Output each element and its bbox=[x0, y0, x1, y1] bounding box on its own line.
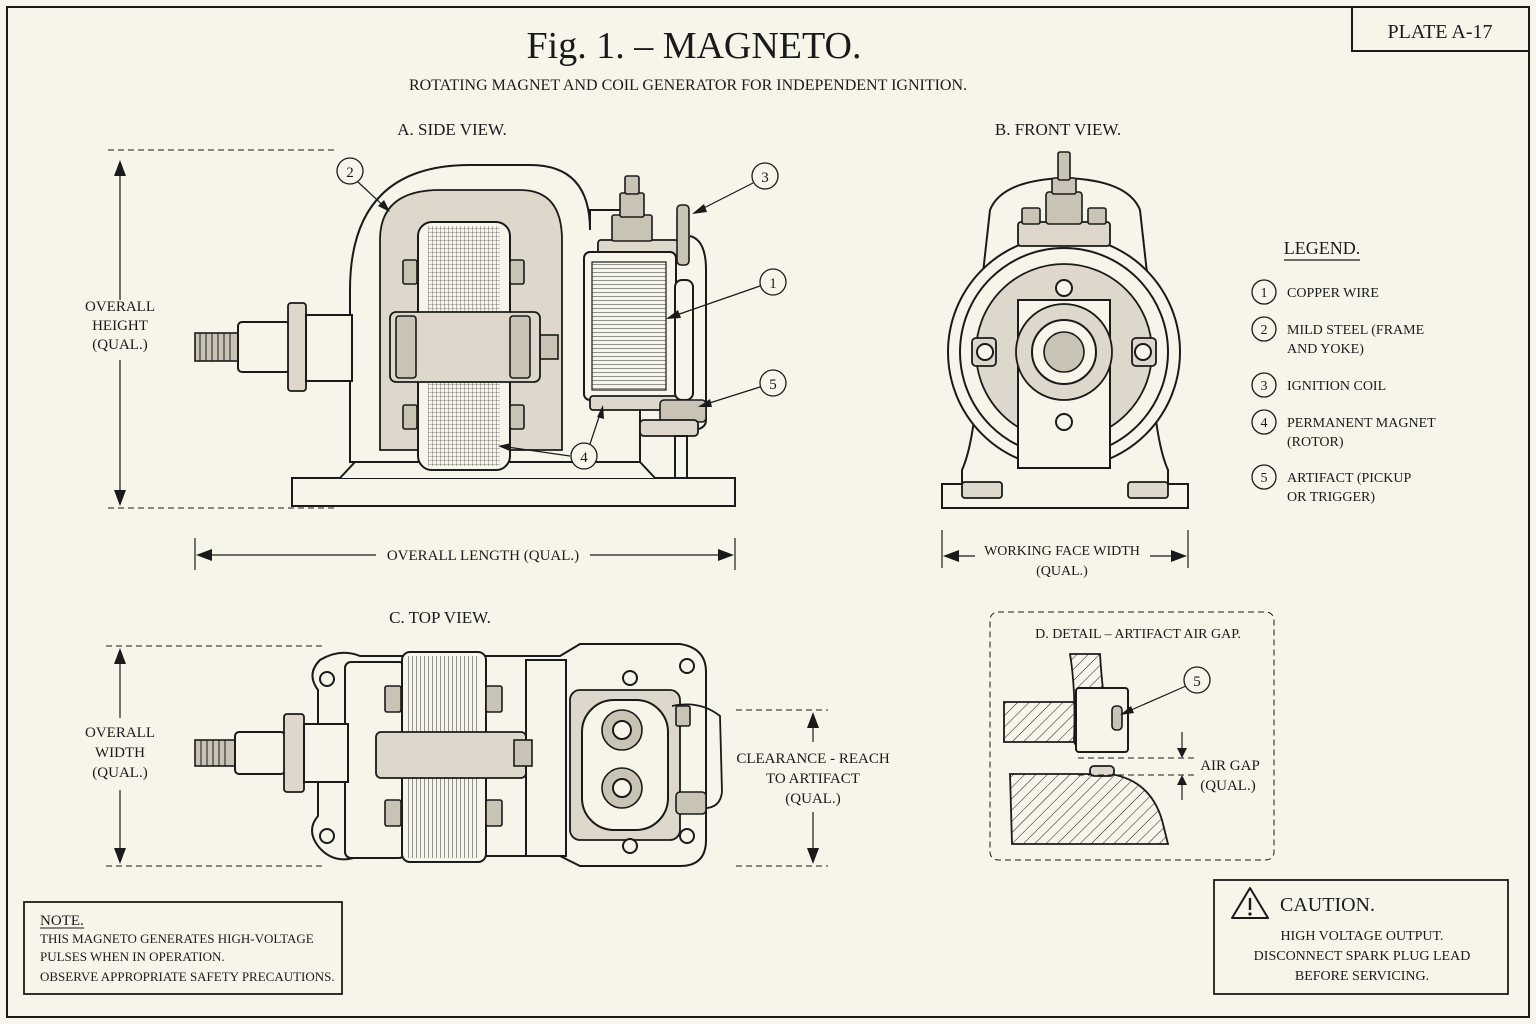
callout-5-detail: 5 bbox=[1120, 666, 1211, 715]
legend-number: 4 bbox=[1261, 416, 1268, 431]
legend-number-badge bbox=[1251, 316, 1277, 342]
legend-title: LEGEND. bbox=[1284, 238, 1360, 258]
plate-box: PLATE A-17 bbox=[1351, 6, 1530, 52]
svg-text:3: 3 bbox=[761, 170, 769, 186]
top-view: OVERALL WIDTH (QUAL.) CLEARANCE - REACH … bbox=[85, 643, 890, 867]
side-pickup bbox=[659, 399, 707, 423]
caution-line-1: HIGH VOLTAGE OUTPUT. bbox=[1280, 929, 1443, 944]
svg-text:TO ARTIFACT: TO ARTIFACT bbox=[766, 771, 860, 787]
svg-text:(QUAL.): (QUAL.) bbox=[785, 791, 840, 807]
legend-number-badge bbox=[1251, 372, 1277, 398]
front-view: WORKING FACE WIDTH (QUAL.) bbox=[941, 151, 1189, 579]
front-terminal-post bbox=[1057, 151, 1071, 181]
legend-number: 3 bbox=[1261, 379, 1268, 394]
svg-text:(QUAL.): (QUAL.) bbox=[92, 337, 147, 353]
legend-label: (ROTOR) bbox=[1287, 435, 1344, 450]
caution-line-3: BEFORE SERVICING. bbox=[1295, 969, 1429, 984]
callout-1-side: 1 bbox=[666, 268, 787, 319]
caution-title: CAUTION. bbox=[1280, 894, 1375, 916]
legend-number-badge bbox=[1251, 464, 1277, 490]
front-view-label: B. FRONT VIEW. bbox=[995, 120, 1121, 139]
working-face-width-label: WORKING FACE WIDTH (QUAL.) bbox=[984, 544, 1140, 579]
side-contact-arm bbox=[674, 279, 694, 401]
legend-label: IGNITION COIL bbox=[1287, 379, 1386, 394]
svg-text:(QUAL.): (QUAL.) bbox=[1036, 564, 1088, 579]
plate-number: PLATE A-17 bbox=[1388, 21, 1493, 43]
svg-text:(QUAL.): (QUAL.) bbox=[92, 765, 147, 781]
detail-frame bbox=[989, 611, 1275, 861]
note-line-3: OBSERVE APPROPRIATE SAFETY PRECAUTIONS. bbox=[40, 969, 335, 984]
legend-number: 1 bbox=[1261, 286, 1268, 301]
callout-2-side: 2 bbox=[336, 157, 390, 212]
figure-title: Fig. 1. – MAGNETO. bbox=[527, 25, 862, 67]
svg-text:(QUAL.): (QUAL.) bbox=[1200, 778, 1255, 794]
detail-view-label: D. DETAIL – ARTIFACT AIR GAP. bbox=[1035, 627, 1241, 642]
svg-text:2: 2 bbox=[346, 165, 354, 181]
callout-5-side: 5 bbox=[698, 369, 787, 407]
legend-item: 4 PERMANENT MAGNET (ROTOR) bbox=[1251, 409, 1436, 450]
legend-label: MILD STEEL (FRAME bbox=[1287, 323, 1424, 338]
legend-number: 5 bbox=[1261, 471, 1268, 486]
svg-text:OVERALL: OVERALL bbox=[85, 725, 155, 741]
legend-label: OR TRIGGER) bbox=[1287, 490, 1375, 505]
legend-item: 2 MILD STEEL (FRAME AND YOKE) bbox=[1251, 316, 1424, 357]
legend-item: 3 IGNITION COIL bbox=[1251, 372, 1386, 398]
callout-3-side: 3 bbox=[692, 162, 779, 214]
legend-number-badge bbox=[1251, 409, 1277, 435]
side-view-label: A. SIDE VIEW. bbox=[397, 120, 507, 139]
overall-length-label: OVERALL LENGTH (QUAL.) bbox=[387, 548, 579, 564]
figure-subtitle: ROTATING MAGNET AND COIL GENERATOR FOR I… bbox=[409, 77, 967, 94]
detail-artifact bbox=[1075, 687, 1129, 753]
side-flange bbox=[287, 302, 307, 392]
detail-rotor-section bbox=[1009, 773, 1170, 845]
svg-text:CLEARANCE - REACH: CLEARANCE - REACH bbox=[736, 751, 890, 767]
legend: LEGEND. 1 COPPER WIRE 2 MILD STEEL (FRAME AN… bbox=[1251, 238, 1436, 505]
detail-upper-block bbox=[1003, 701, 1083, 743]
legend-label: AND YOKE) bbox=[1287, 342, 1364, 357]
legend-label: ARTIFACT (PICKUP bbox=[1287, 471, 1411, 486]
callout-4-side: 4 bbox=[498, 405, 604, 470]
sheet-border bbox=[6, 6, 1530, 1018]
svg-text:WORKING FACE WIDTH: WORKING FACE WIDTH bbox=[984, 544, 1140, 559]
top-pickup bbox=[675, 791, 707, 815]
legend-number-badge bbox=[1251, 279, 1277, 305]
caution-box: CAUTION. HIGH VOLTAGE OUTPUT. DISCONNECT… bbox=[1213, 879, 1509, 995]
caution-line-2: DISCONNECT SPARK PLUG LEAD bbox=[1254, 949, 1471, 964]
overall-height-label: OVERALL HEIGHT (QUAL.) bbox=[85, 299, 155, 353]
legend-item: 1 COPPER WIRE bbox=[1251, 279, 1379, 305]
svg-text:AIR GAP: AIR GAP bbox=[1200, 758, 1260, 774]
legend-number: 2 bbox=[1261, 323, 1268, 338]
side-view: OVERALL HEIGHT (QUAL.) OVERALL LENGTH (Q… bbox=[85, 149, 736, 570]
svg-text:OVERALL: OVERALL bbox=[85, 299, 155, 315]
note-title: NOTE. bbox=[40, 913, 84, 929]
detail-view: AIR GAP (QUAL.) 5 bbox=[989, 611, 1275, 861]
legend-label: PERMANENT MAGNET bbox=[1287, 416, 1436, 431]
overall-width-label: OVERALL WIDTH (QUAL.) bbox=[85, 725, 155, 781]
svg-text:1: 1 bbox=[769, 276, 777, 292]
side-hub bbox=[389, 311, 541, 383]
legend-label: COPPER WIRE bbox=[1287, 286, 1379, 301]
clearance-label: CLEARANCE - REACH TO ARTIFACT (QUAL.) bbox=[736, 751, 890, 807]
side-shaft-end bbox=[539, 334, 559, 360]
side-base bbox=[291, 477, 736, 507]
legend-item: 5 ARTIFACT (PICKUP OR TRIGGER) bbox=[1251, 464, 1411, 505]
side-terminal bbox=[624, 175, 640, 195]
svg-text:5: 5 bbox=[1193, 674, 1201, 690]
top-view-label: C. TOP VIEW. bbox=[389, 608, 491, 627]
svg-text:HEIGHT: HEIGHT bbox=[92, 318, 148, 334]
warning-triangle-icon bbox=[1231, 887, 1269, 919]
air-gap-label: AIR GAP (QUAL.) bbox=[1200, 758, 1260, 794]
svg-text:4: 4 bbox=[580, 450, 588, 466]
note-line-2: PULSES WHEN IN OPERATION. bbox=[40, 949, 225, 964]
svg-text:5: 5 bbox=[769, 377, 777, 393]
svg-text:WIDTH: WIDTH bbox=[95, 745, 145, 761]
note-line-1: THIS MAGNETO GENERATES HIGH-VOLTAGE bbox=[40, 931, 314, 946]
note-box: NOTE. THIS MAGNETO GENERATES HIGH-VOLTAG… bbox=[23, 901, 343, 995]
